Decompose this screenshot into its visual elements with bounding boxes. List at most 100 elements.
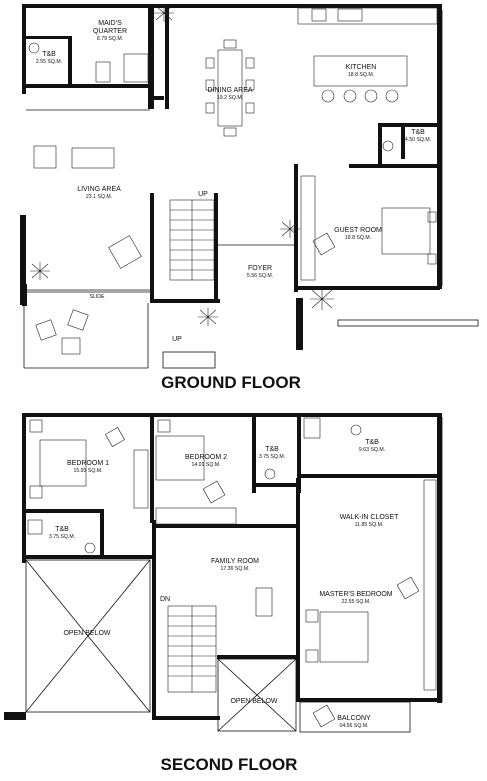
sf-master-nightstand-1 <box>305 609 319 623</box>
sf-open-below-left-box <box>25 559 151 713</box>
gf-guest-nightstand-2 <box>427 253 437 265</box>
gf-wall-tb-maids-top <box>22 36 68 39</box>
sf-wall-bottom-left <box>4 712 26 720</box>
gf-wall-stub <box>148 96 164 100</box>
sf-family-table <box>255 587 273 617</box>
dining-area-name: DINING AREA <box>207 87 252 94</box>
gf-kitchen-counter-top <box>297 7 438 25</box>
gf-terrace-chair-2 <box>67 309 89 331</box>
gf-terrace-chair-1 <box>35 319 57 341</box>
gf-wall-tb-guest-left <box>378 123 382 168</box>
masters-bedroom-area: 22.55 SQ.M. <box>341 599 370 605</box>
second-floor-title: SECOND FLOOR <box>161 755 298 774</box>
sf-bed1-bed <box>39 439 87 487</box>
gf-maid-bed <box>123 53 149 83</box>
gf-kitchen-island <box>313 55 408 87</box>
walk-in-closet-name: WALK-IN CLOSET <box>340 514 400 521</box>
ground-floor-title: GROUND FLOOR <box>161 373 301 392</box>
sf-tb-master-sink <box>303 417 321 439</box>
living-area-name: LIVING AREA <box>77 186 121 193</box>
gf-dining-chair-2 <box>205 79 215 91</box>
gf-wall-kitchen-left <box>148 4 154 109</box>
gf-dining-chair-5 <box>245 79 255 91</box>
sf-bed1-nightstand-1 <box>29 419 43 433</box>
gf-wall-left-window <box>20 215 26 305</box>
foyer-area: 5.56 SQ.M. <box>247 273 273 279</box>
sf-bed2-closet <box>155 507 237 525</box>
gf-dining-chair-8 <box>223 127 237 137</box>
sf-tb-bed1-toilet <box>84 542 96 554</box>
tb-small-name: T&B <box>265 446 279 453</box>
kitchen-name: KITCHEN <box>346 64 377 71</box>
gf-stool-2 <box>343 89 357 103</box>
sf-wall-tb-right <box>297 413 301 493</box>
family-room-name: FAMILY ROOM <box>211 558 259 565</box>
gf-sofa <box>71 147 115 169</box>
gf-stair <box>169 199 215 281</box>
sf-open-below-left-x2 <box>25 559 151 713</box>
sf-wall-master-bottom <box>296 698 442 702</box>
second-floor-plan <box>4 413 443 733</box>
up-entry-note: UP <box>172 336 182 343</box>
sf-balcony-outline <box>299 701 411 733</box>
sf-bed2-bed <box>155 435 205 481</box>
sf-bed2-chair <box>202 480 226 504</box>
maids-quarter-area: 8.79 SQ.M. <box>97 36 123 42</box>
gf-stool-3 <box>364 89 378 103</box>
gf-wall-stair-right <box>214 193 218 303</box>
sf-wall-tb-small-bottom <box>255 483 297 487</box>
sf-bed2-nightstand <box>157 419 171 433</box>
gf-wall-tb-maids <box>68 36 72 86</box>
gf-plant-1 <box>154 4 174 22</box>
gf-wall-maids-right <box>165 4 169 109</box>
sf-wall-bed2-right <box>252 413 256 493</box>
sf-master-chair <box>396 576 420 600</box>
sf-tb-small-toilet <box>264 468 276 480</box>
dining-area-area: 19.2 SQ.M. <box>217 95 243 101</box>
sf-stair <box>167 605 217 693</box>
gf-dining-chair-1 <box>205 57 215 69</box>
gf-entry-step <box>162 351 216 369</box>
sf-bed1-closet <box>133 449 149 509</box>
tb-master-area: 9.63 SQ.M. <box>359 447 385 453</box>
gf-maid-toilet <box>28 42 40 54</box>
sf-wall-tb-master-bottom <box>300 474 437 478</box>
tb-small-area: 3.75 SQ.M. <box>259 454 285 460</box>
sf-wall-left <box>22 413 26 563</box>
sf-wall-right <box>437 413 442 703</box>
gf-wall-right <box>437 4 442 289</box>
sf-wall-tb-bed1-top <box>26 509 102 513</box>
gf-wall-porch <box>296 298 303 350</box>
sf-wall-bed1-right <box>150 413 154 523</box>
gf-wall-left-low <box>22 284 27 306</box>
sf-balcony-chair <box>312 704 336 728</box>
sf-wall-bottom-mid <box>152 716 220 720</box>
sf-wall-tb-bed1-right <box>100 509 104 559</box>
gf-terrace-table <box>61 337 81 355</box>
dn-stair-note: DN <box>160 596 170 603</box>
guest-room-area: 18.8 SQ.M. <box>345 235 371 241</box>
gf-dining-chair-4 <box>245 57 255 69</box>
gf-stool-4 <box>385 89 399 103</box>
sf-master-bed <box>319 611 369 663</box>
gf-guest-toilet <box>382 140 394 152</box>
up-stair-note: UP <box>198 191 208 198</box>
gf-armchair <box>108 235 142 269</box>
masters-bedroom-name: MASTER'S BEDROOM <box>319 591 392 598</box>
gf-guest-chair <box>312 232 336 256</box>
sf-wall-top <box>22 413 442 417</box>
gf-wall-guest-top <box>349 164 437 168</box>
bedroom-2-name: BEDROOM 2 <box>185 454 227 461</box>
gf-wall-guest-left <box>294 164 298 292</box>
tb-maids-name: T&B <box>42 51 56 58</box>
sf-tb-bed1-shower <box>27 519 43 535</box>
gf-sink <box>337 8 363 22</box>
open-below-center-name: OPEN BELOW <box>230 698 277 705</box>
gf-stove <box>311 8 327 22</box>
gf-wall-maids-bottom <box>22 84 150 88</box>
bedroom-2-area: 14.01 SQ.M. <box>191 462 220 468</box>
balcony-name: BALCONY <box>337 715 371 722</box>
gf-plant-2 <box>30 262 50 280</box>
